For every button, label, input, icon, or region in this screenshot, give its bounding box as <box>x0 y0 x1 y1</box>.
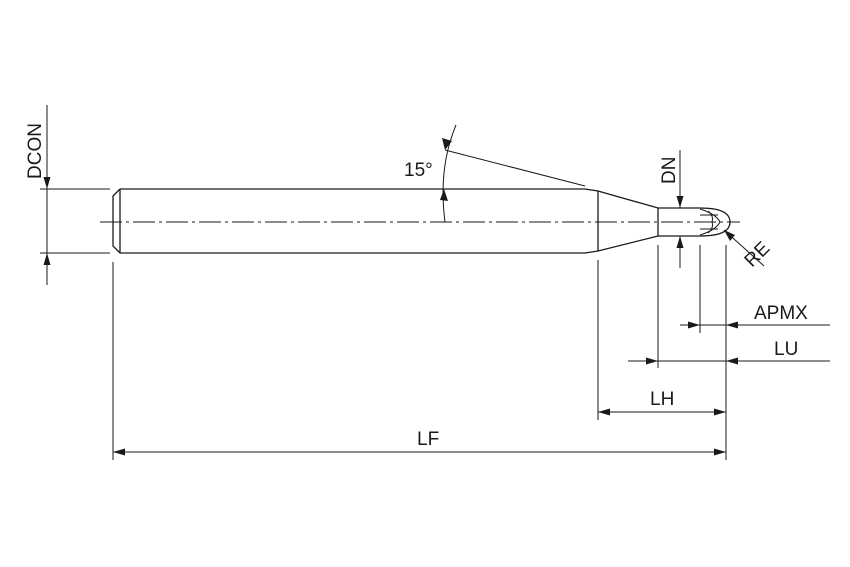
re-arrow <box>724 230 735 241</box>
lu-arrow-left <box>646 357 658 365</box>
re-dimension: RE <box>723 229 775 272</box>
lf-arrow-right <box>714 448 726 456</box>
re-label: RE <box>741 238 775 272</box>
angle-label: 15° <box>404 160 433 181</box>
dcon-arrow-top <box>43 177 51 189</box>
lh-arrow-right <box>714 408 726 416</box>
dcon-arrow-bottom <box>43 253 51 265</box>
dcon-dimension: DCON <box>25 105 110 285</box>
angle-arrow-bottom <box>440 189 448 201</box>
lh-label: LH <box>650 389 674 410</box>
lu-arrow-right <box>726 357 738 365</box>
lu-dimension: LU <box>628 339 830 365</box>
apmx-dimension: APMX <box>680 303 830 329</box>
dn-arrow-top <box>676 196 684 208</box>
apmx-arrow-right <box>726 321 738 329</box>
lf-dimension: LF <box>113 429 726 456</box>
lh-dimension: LH <box>598 389 726 416</box>
lh-arrow-left <box>598 408 610 416</box>
angle-arrow-top <box>442 138 452 150</box>
dcon-label: DCON <box>25 123 46 179</box>
extension-lines <box>112 245 727 460</box>
dn-label: DN <box>659 157 680 184</box>
lu-label: LU <box>774 339 798 360</box>
apmx-label: APMX <box>754 303 808 324</box>
lf-label: LF <box>417 429 439 450</box>
lf-arrow-left <box>113 448 125 456</box>
tool-outline <box>100 188 740 254</box>
dn-arrow-bottom <box>676 236 684 248</box>
shank-outline <box>112 188 680 254</box>
dn-dimension: DN <box>659 150 684 268</box>
angle-dimension: 15° <box>404 124 586 223</box>
apmx-arrow-left <box>688 321 700 329</box>
